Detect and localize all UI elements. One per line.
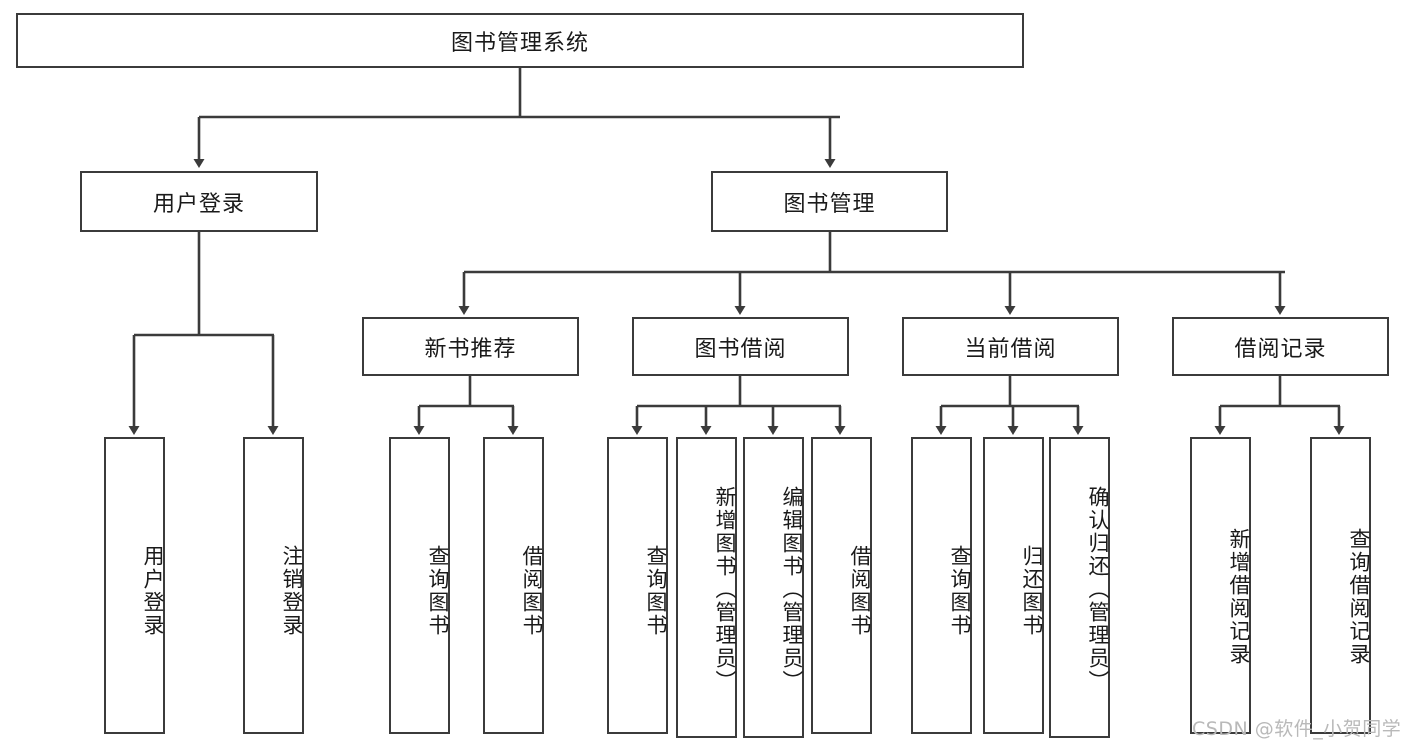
leaf-confirm-return-admin-label: 确认归还（管理员）	[1086, 486, 1110, 693]
leaf-query-borrow-record[interactable]: 查询借阅记录	[1310, 437, 1371, 734]
leaf-query-book-3[interactable]: 查询图书	[911, 437, 972, 734]
node-book-borrow-label: 图书借阅	[694, 336, 787, 362]
node-borrow-record-label: 借阅记录	[1234, 336, 1327, 362]
leaf-borrow-book-2[interactable]: 借阅图书	[811, 437, 872, 734]
node-borrow-record[interactable]: 借阅记录	[1172, 317, 1389, 376]
leaf-borrow-book-1[interactable]: 借阅图书	[483, 437, 544, 734]
node-new-book-recommend-label: 新书推荐	[424, 336, 517, 362]
leaf-user-login[interactable]: 用户登录	[104, 437, 165, 734]
node-current-borrow-label: 当前借阅	[964, 336, 1057, 362]
node-book-manage[interactable]: 图书管理	[711, 171, 948, 232]
node-root[interactable]: 图书管理系统	[16, 13, 1024, 68]
leaf-add-borrow-record[interactable]: 新增借阅记录	[1190, 437, 1251, 734]
leaf-edit-book-admin-label: 编辑图书（管理员）	[780, 486, 804, 693]
leaf-borrow-book-2-label: 借阅图书	[848, 544, 872, 637]
leaf-query-book-2[interactable]: 查询图书	[607, 437, 668, 734]
leaf-user-login-label: 用户登录	[141, 544, 165, 637]
leaf-edit-book-admin[interactable]: 编辑图书（管理员）	[743, 437, 804, 738]
leaf-add-book-admin-label: 新增图书（管理员）	[713, 486, 737, 693]
node-user-login-label: 用户登录	[152, 191, 245, 217]
leaf-query-borrow-record-label: 查询借阅记录	[1347, 527, 1371, 666]
leaf-query-book-3-label: 查询图书	[948, 544, 972, 637]
leaf-add-book-admin[interactable]: 新增图书（管理员）	[676, 437, 737, 738]
leaf-return-book[interactable]: 归还图书	[983, 437, 1044, 734]
leaf-query-book-1-label: 查询图书	[426, 544, 450, 637]
node-current-borrow[interactable]: 当前借阅	[902, 317, 1119, 376]
node-user-login[interactable]: 用户登录	[80, 171, 318, 232]
leaf-query-book-2-label: 查询图书	[644, 544, 668, 637]
leaf-query-book-1[interactable]: 查询图书	[389, 437, 450, 734]
leaf-confirm-return-admin[interactable]: 确认归还（管理员）	[1049, 437, 1110, 738]
leaf-return-book-label: 归还图书	[1020, 544, 1044, 637]
leaf-add-borrow-record-label: 新增借阅记录	[1227, 527, 1251, 666]
leaf-logout[interactable]: 注销登录	[243, 437, 304, 734]
node-book-manage-label: 图书管理	[783, 191, 876, 217]
leaf-logout-label: 注销登录	[280, 544, 304, 637]
node-root-label: 图书管理系统	[450, 30, 589, 56]
leaf-borrow-book-1-label: 借阅图书	[520, 544, 544, 637]
node-book-borrow[interactable]: 图书借阅	[632, 317, 849, 376]
node-new-book-recommend[interactable]: 新书推荐	[362, 317, 579, 376]
